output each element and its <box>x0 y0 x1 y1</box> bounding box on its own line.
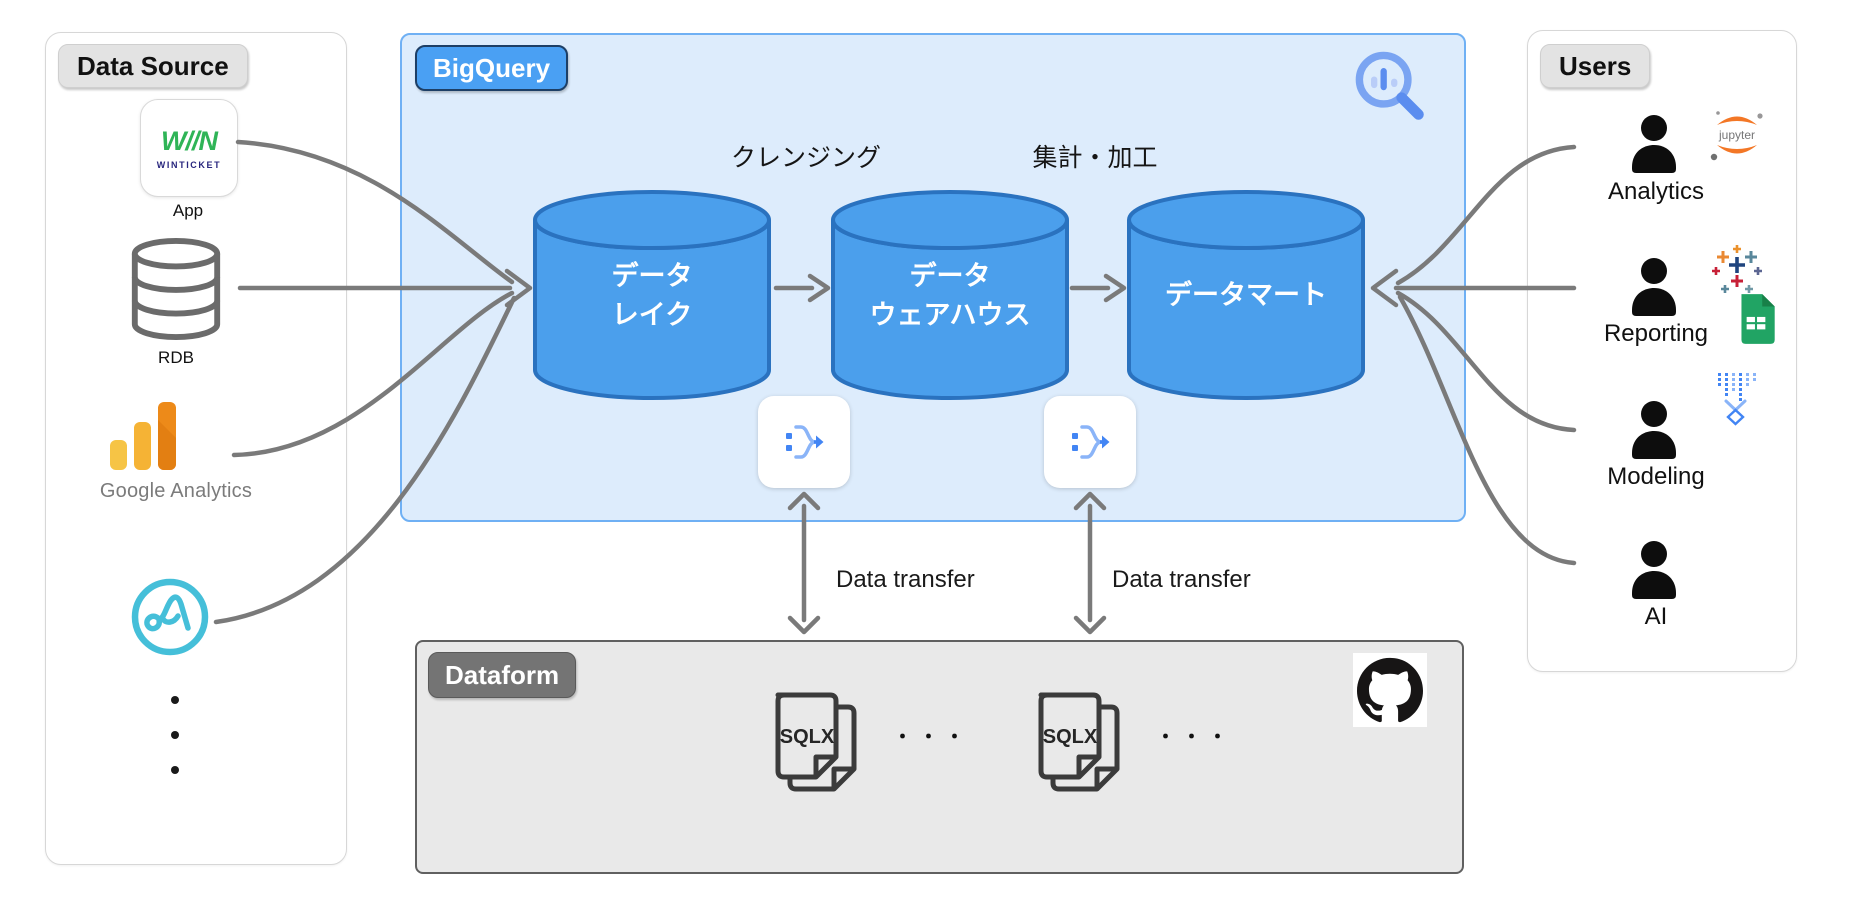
user-label-reporting: Reporting <box>1603 320 1709 347</box>
sqlx-label-2: SQLX <box>1042 726 1098 748</box>
cylinder-line: ウェアハウス <box>869 300 1031 330</box>
person-icon <box>1622 398 1686 464</box>
adjust-icon <box>128 575 212 659</box>
data-source-title: Data Source <box>58 44 248 88</box>
sqlx-ellipsis-1: ・・・ <box>893 727 972 748</box>
sqlx-label-1: SQLX <box>779 726 835 748</box>
rdb-label: RDB <box>158 348 194 367</box>
jupyter-icon: jupyter <box>1705 106 1769 166</box>
process-label-cleansing: クレンジング <box>730 144 882 172</box>
more-sources-dot <box>171 731 179 739</box>
person-icon <box>1622 112 1686 178</box>
user-label-modeling: Modeling <box>1607 463 1705 490</box>
cylinder-line: レイク <box>611 300 693 330</box>
cylinder-data-mart <box>1126 190 1366 402</box>
merge-arrow-icon <box>786 425 824 459</box>
cylinder-data-lake-label: データ レイク <box>532 196 772 396</box>
app-label: App <box>172 201 204 220</box>
cylinder-data-warehouse-label: データ ウェアハウス <box>830 196 1070 396</box>
dataform-node-2 <box>1044 396 1136 488</box>
cylinder-data-lake <box>532 190 772 402</box>
tableau-icon <box>1708 242 1766 296</box>
cylinder-line: データ <box>909 260 991 291</box>
user-label-analytics: Analytics <box>1607 178 1705 205</box>
cylinder-data-warehouse <box>830 190 1070 402</box>
sqlx-files-icon-1 <box>770 685 880 817</box>
analytics-bars-icon <box>108 400 180 472</box>
cylinder-line: データマート <box>1165 280 1327 311</box>
user-label-ai: AI <box>1644 603 1668 630</box>
more-sources-dot <box>171 766 179 774</box>
cylinder-line: データ <box>611 260 693 291</box>
google-sheets-icon <box>1735 292 1777 346</box>
database-cylinder-icon <box>128 238 224 340</box>
jupyter-wordmark: jupyter <box>1718 128 1755 142</box>
winticket-app-icon: W//N WINTICKET <box>140 99 238 197</box>
person-icon <box>1622 255 1686 321</box>
sqlx-ellipsis-2: ・・・ <box>1156 727 1235 748</box>
cylinder-data-mart-label: データマート <box>1126 196 1366 396</box>
data-transfer-label-2: Data transfer <box>1112 566 1251 593</box>
dataform-title: Dataform <box>428 652 577 698</box>
bigquery-title: BigQuery <box>415 45 569 91</box>
data-transfer-label-1: Data transfer <box>836 566 975 593</box>
google-analytics-label: Google Analytics <box>99 480 253 502</box>
winticket-brand-text: W//N <box>161 126 218 156</box>
github-octocat-icon <box>1353 653 1427 727</box>
ml-dotted-funnel-icon <box>1712 368 1760 428</box>
bigquery-logo-icon <box>1352 48 1428 124</box>
sqlx-files-icon-2 <box>1033 685 1143 817</box>
process-label-aggregation: 集計・加工 <box>1032 144 1158 172</box>
more-sources-dot <box>171 696 179 704</box>
users-title: Users <box>1540 44 1651 88</box>
merge-arrow-icon <box>1072 425 1110 459</box>
person-icon <box>1622 538 1686 604</box>
dataform-panel <box>415 640 1464 874</box>
winticket-sub-text: WINTICKET <box>156 160 222 170</box>
dataform-node-1 <box>758 396 850 488</box>
